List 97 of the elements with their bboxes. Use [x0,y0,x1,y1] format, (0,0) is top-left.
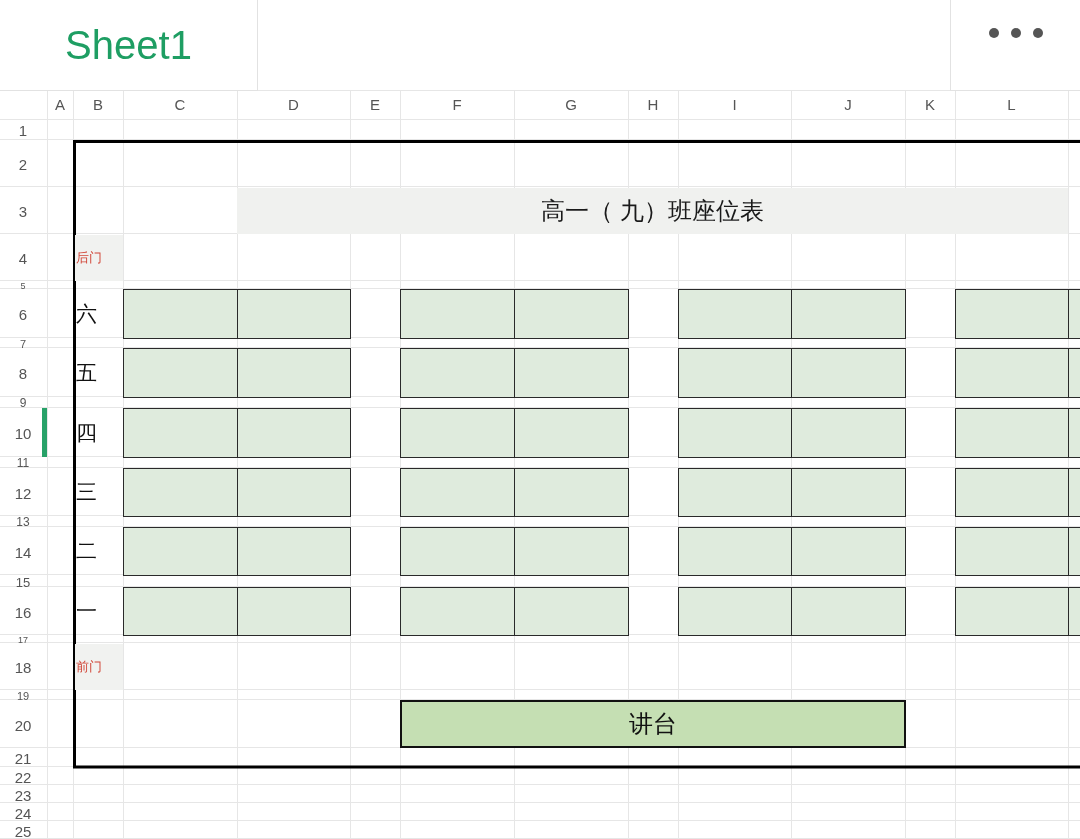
row-number: 22 [14,769,32,784]
desk [955,289,1069,339]
column-header: B [93,96,103,114]
desk [237,408,351,458]
row-number: 21 [14,750,32,766]
column-header: H [647,96,659,114]
desk [514,348,629,398]
desk [955,527,1069,576]
column-header: A [55,96,65,114]
column-header: L [1007,96,1016,114]
column-header: J [844,96,852,114]
desk [791,289,906,339]
desk [791,587,906,636]
desk [123,587,238,636]
desk [1068,348,1080,398]
desk [123,289,238,339]
row-number: 20 [14,717,32,732]
desk [791,527,906,576]
desk [400,289,515,339]
desk [1068,468,1080,517]
row-number: 13 [16,516,30,528]
row-number: 25 [14,823,32,838]
row-number: 23 [14,787,32,802]
row-number: 10 [14,425,32,441]
desk [400,348,515,398]
row-number: 12 [14,485,32,500]
row-number: 3 [18,203,28,219]
desk [400,527,515,576]
row-number: 17 [18,635,28,644]
desk [514,468,629,517]
row-number: 14 [14,544,32,559]
desk [955,408,1069,458]
row-number: 24 [14,805,32,820]
row-number: 2 [18,156,28,172]
row-label: 三 [76,479,97,505]
row-label: 五 [76,360,97,385]
column-header: I [732,96,737,114]
desk [123,348,238,398]
row-number: 9 [19,397,27,409]
desk [678,587,792,636]
column-header: C [174,96,186,114]
sheet-tab: Sheet1 [0,0,258,91]
desk [400,587,515,636]
desk [123,527,238,576]
row-number: 7 [19,338,27,349]
desk [678,468,792,517]
row-number: 6 [18,306,28,322]
row-label: 六 [76,301,97,326]
row-label: 一 [76,598,97,624]
desk [955,468,1069,517]
desk [791,348,906,398]
desk [955,348,1069,398]
column-header: G [565,96,577,114]
column-header: F [452,96,462,114]
row-label: 四 [76,420,97,445]
row-number: 16 [14,604,32,619]
desk [791,468,906,517]
desk [1068,527,1080,576]
podium [400,700,906,748]
desk [237,348,351,398]
desk [1068,289,1080,339]
desk [123,468,238,517]
row-number: 4 [18,250,28,266]
desk [1068,587,1080,636]
door-label: 前门 [75,644,123,690]
row-number: 5 [20,281,26,290]
column-header: E [370,96,380,114]
column-header: D [288,96,299,114]
desk [400,468,515,517]
row-number: 18 [14,659,32,675]
desk [955,587,1069,636]
desk [791,408,906,458]
row-number: 11 [16,457,30,469]
desk [678,348,792,398]
desk [514,289,629,339]
desk [678,408,792,458]
row-number: 1 [18,122,28,138]
desk [678,289,792,339]
desk [514,587,629,636]
desk [400,408,515,458]
column-header: K [925,96,935,114]
desk [514,527,629,576]
desk [237,527,351,576]
desk [1068,408,1080,458]
row-label: 二 [76,538,97,564]
desk [237,468,351,517]
desk [514,408,629,458]
door-label: 后门 [75,235,123,281]
desk [237,587,351,636]
row-number: 8 [18,365,28,381]
podium-label: 讲台 [629,710,677,738]
desk [237,289,351,339]
desk [678,527,792,576]
row-number: 15 [15,575,31,588]
row-number: 19 [16,690,30,701]
desk [123,408,238,458]
sheet-title: 高一（ 九）班座位表 [237,188,1068,234]
